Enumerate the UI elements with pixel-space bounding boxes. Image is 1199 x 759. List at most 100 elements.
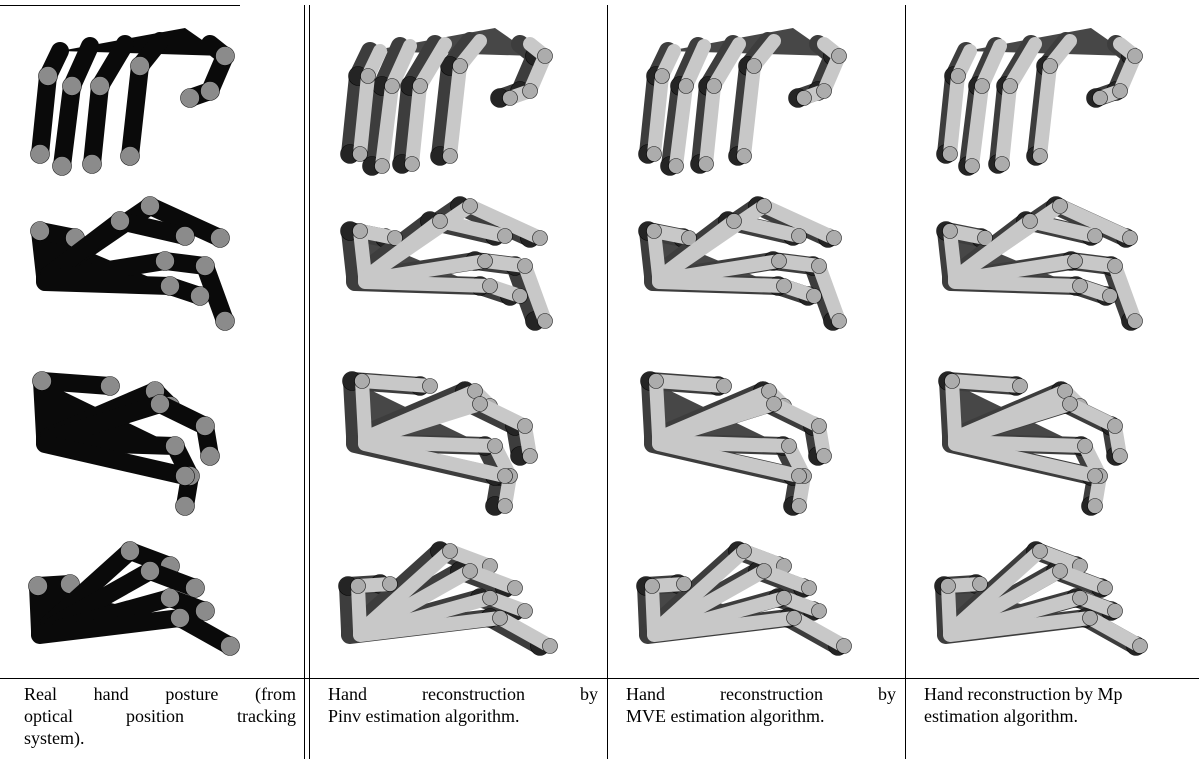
joint-r3-c3-est-4-1 <box>782 439 797 454</box>
joint-r4-c1-real-5-1 <box>171 609 190 628</box>
joint-r1-c3-est-2-2 <box>669 159 684 174</box>
joint-r2-c2-est-3-1 <box>433 214 448 229</box>
joint-r1-c3-est-4-2 <box>737 149 752 164</box>
joint-r3-c4-est-3-3 <box>1113 449 1128 464</box>
joint-r3-c3-est-3-3 <box>817 449 832 464</box>
joint-r4-c3-est-3-1 <box>757 564 772 579</box>
joint-r4-c1-real-3-2 <box>186 579 205 598</box>
caption-mve-line-2: MVE estimation algorithm. <box>626 705 896 727</box>
joint-r1-c4-est-1-2 <box>943 147 958 162</box>
joint-r2-c2-est-5-2 <box>513 289 528 304</box>
joint-r1-c4-est-3-1 <box>1003 79 1018 94</box>
joint-r4-c1-real-4-2 <box>196 602 215 621</box>
hand-column-real <box>0 6 303 678</box>
joint-r3-c1-real-5-1 <box>176 467 195 486</box>
joint-r1-c1-real-2-2 <box>53 157 72 176</box>
joint-r1-c4-est-3-2 <box>995 157 1010 172</box>
joint-r1-c3-est-2-1 <box>679 79 694 94</box>
caption-mp-line-1: Hand reconstruction by Mp <box>924 683 1194 705</box>
caption-mp-line-2: estimation algorithm. <box>924 705 1194 727</box>
joint-r1-c1-real-5-3 <box>181 89 200 108</box>
joint-r3-c3-est-1-1 <box>649 374 664 389</box>
joint-r4-c4-est-5-1 <box>1083 611 1098 626</box>
joint-r4-c4-est-5-2 <box>1133 639 1148 654</box>
joint-r1-c3-est-1-2 <box>647 147 662 162</box>
joint-r1-c4-est-1-1 <box>951 69 966 84</box>
joint-r2-c1-real-2-2 <box>211 229 230 248</box>
joint-r2-c4-est-4-3 <box>1128 314 1143 329</box>
joint-r1-c1-real-4-1 <box>131 57 150 76</box>
joint-r1-c2-est-1-2 <box>353 147 368 162</box>
joint-r3-c1-real-4-3 <box>176 497 195 516</box>
joint-r3-c1-real-3-2 <box>196 417 215 436</box>
caption-real-line-1: Real hand posture (from <box>24 683 296 705</box>
joint-r3-c1-real-1-2 <box>101 377 120 396</box>
joint-r4-c4-est-1-2 <box>973 577 988 592</box>
joint-r1-c2-est-5-1 <box>538 49 553 64</box>
joint-r1-c1-real-5-2 <box>201 82 220 101</box>
joint-r2-c1-real-4-3 <box>216 312 235 331</box>
joint-r4-c4-est-2-1 <box>1033 544 1048 559</box>
joint-r1-c1-real-4-2 <box>121 147 140 166</box>
joint-r1-c1-real-1-1 <box>39 67 58 86</box>
joint-r2-c4-est-1-1 <box>943 224 958 239</box>
joint-r3-c1-real-3-1 <box>151 395 170 414</box>
joint-r2-c4-est-4-1 <box>1068 254 1083 269</box>
joint-r4-c2-est-4-2 <box>518 604 533 619</box>
joint-r3-c2-est-3-3 <box>523 449 538 464</box>
joint-r4-c1-real-1-1 <box>29 577 48 596</box>
joint-r2-c1-real-3-2 <box>176 227 195 246</box>
joint-r4-c2-est-1-1 <box>351 579 366 594</box>
joint-r4-c3-est-5-2 <box>837 639 852 654</box>
joint-r2-c4-est-3-1 <box>1023 214 1038 229</box>
joint-r3-c2-est-3-2 <box>518 419 533 434</box>
joint-r4-c1-real-4-1 <box>161 589 180 608</box>
joint-r4-c4-est-1-1 <box>941 579 956 594</box>
joint-r4-c2-est-5-2 <box>543 639 558 654</box>
joint-r4-c4-est-3-2 <box>1098 581 1113 596</box>
caption-pinv: Hand reconstruction by Pinv estimation a… <box>328 683 598 727</box>
joint-r3-c1-real-3-3 <box>201 447 220 466</box>
joint-r2-c2-est-1-1 <box>353 224 368 239</box>
joint-r1-c3-est-5-3 <box>797 91 812 106</box>
joint-r4-c1-real-5-2 <box>221 637 240 656</box>
joint-r1-c3-est-1-1 <box>655 69 670 84</box>
joint-r1-c1-real-5-1 <box>216 47 235 66</box>
joint-r1-c3-est-5-2 <box>817 84 832 99</box>
joint-r1-c4-est-5-3 <box>1093 91 1108 106</box>
caption-real-line-2: optical position tracking <box>24 705 296 727</box>
joint-r2-c3-est-2-2 <box>827 231 842 246</box>
joint-r1-c2-est-3-2 <box>405 157 420 172</box>
column-divider-double-a <box>304 5 305 759</box>
joint-r3-c4-est-1-1 <box>945 374 960 389</box>
joint-r4-c3-est-1-2 <box>677 577 692 592</box>
caption-mp: Hand reconstruction by Mp estimation alg… <box>924 683 1194 727</box>
joint-r4-c3-est-1-1 <box>645 579 660 594</box>
joint-r2-c2-est-3-2 <box>498 229 513 244</box>
joint-r2-c3-est-4-2 <box>812 259 827 274</box>
joint-r2-c2-est-2-1 <box>463 199 478 214</box>
finger-r1-c1-real-3 <box>92 44 125 164</box>
caption-real-line-3: system). <box>24 727 296 749</box>
joint-r4-c3-est-3-2 <box>802 581 817 596</box>
joint-r1-c2-est-4-2 <box>443 149 458 164</box>
joint-r1-c4-est-4-2 <box>1033 149 1048 164</box>
joint-r4-c2-est-3-2 <box>508 581 523 596</box>
joint-r4-c2-est-5-1 <box>493 611 508 626</box>
joint-r1-c4-est-5-2 <box>1113 84 1128 99</box>
joint-r1-c2-est-5-2 <box>523 84 538 99</box>
joint-r1-c1-real-3-2 <box>83 155 102 174</box>
joint-r3-c4-est-4-3 <box>1088 499 1103 514</box>
hand-column-mve <box>608 6 905 678</box>
joint-r4-c1-real-3-1 <box>141 562 160 581</box>
joint-r1-c2-est-3-1 <box>413 79 428 94</box>
joint-r4-c3-est-4-2 <box>812 604 827 619</box>
joint-r2-c3-est-1-1 <box>647 224 662 239</box>
joint-r2-c3-est-5-1 <box>777 279 792 294</box>
joint-r1-c2-est-2-1 <box>385 79 400 94</box>
joint-r2-c4-est-2-2 <box>1123 231 1138 246</box>
joint-r3-c2-est-4-3 <box>498 499 513 514</box>
joint-r2-c4-est-5-1 <box>1073 279 1088 294</box>
joint-r4-c4-est-3-1 <box>1053 564 1068 579</box>
